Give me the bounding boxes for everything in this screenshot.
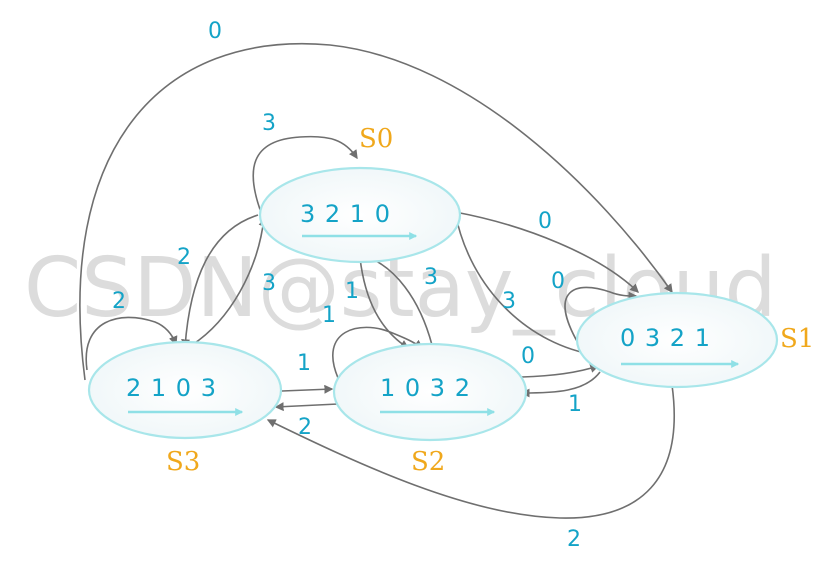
label-s2-self: 1 (322, 303, 336, 328)
edge-s3-s0 (191, 216, 268, 346)
transition-labels: 0 3 0 3 0 2 3 2 1 3 1 1 2 0 1 2 (112, 19, 582, 552)
edge-s0-s3 (181, 214, 259, 349)
label-s3-s2: 1 (297, 351, 311, 376)
state-s2-sequence: 1 0 3 2 (380, 374, 471, 402)
edge-s1-self (564, 286, 638, 344)
state-s2: 1 0 3 2 S2 (332, 342, 528, 477)
edge-s3-s2 (281, 384, 334, 394)
edge-s2-s3 (274, 402, 339, 412)
state-s2-ellipse (332, 342, 528, 442)
state-s1-sequence: 0 3 2 1 (620, 324, 711, 352)
edge-s3-s1 (79, 43, 673, 381)
edge-s0-s2 (359, 257, 410, 349)
state-s0-sequence: 3 2 1 0 (300, 200, 391, 228)
label-s3-self: 2 (112, 289, 126, 314)
label-s2-s0: 3 (424, 265, 438, 290)
edge-s0-s1 (454, 211, 639, 293)
state-s1-name: S1 (780, 324, 814, 354)
state-s3: 2 1 0 3 S3 (87, 340, 283, 477)
edge-s2-s1 (521, 364, 600, 378)
label-s1-self: 0 (551, 269, 565, 294)
transition-edges (79, 43, 676, 519)
edge-s1-s0 (452, 210, 597, 356)
state-s2-name: S2 (411, 447, 445, 477)
label-s0-s3: 2 (177, 245, 191, 270)
label-s3-s1: 0 (208, 19, 222, 44)
edge-s1-s3 (266, 384, 676, 519)
label-s0-s2: 1 (345, 279, 359, 304)
state-s0-name: S0 (359, 124, 393, 154)
label-s2-s3: 2 (298, 415, 312, 440)
label-s0-s1: 0 (538, 209, 552, 234)
state-s3-name: S3 (166, 447, 200, 477)
label-s2-s1: 0 (521, 344, 535, 369)
state-s3-ellipse (87, 340, 283, 440)
edge-s1-s2 (520, 371, 601, 398)
state-s3-sequence: 2 1 0 3 (126, 374, 217, 402)
label-s0-self: 3 (262, 111, 276, 136)
edge-s2-self (332, 326, 424, 379)
state-s1: 0 3 2 1 S1 (575, 291, 814, 389)
edge-s0-self (252, 135, 358, 216)
label-s1-s0: 3 (502, 289, 516, 314)
label-s1-s3: 2 (567, 527, 581, 552)
label-s3-s0: 3 (262, 271, 276, 296)
label-s1-s2: 1 (568, 392, 582, 417)
edge-s3-self (85, 316, 178, 371)
state-s0: 3 2 1 0 S0 (258, 124, 462, 264)
